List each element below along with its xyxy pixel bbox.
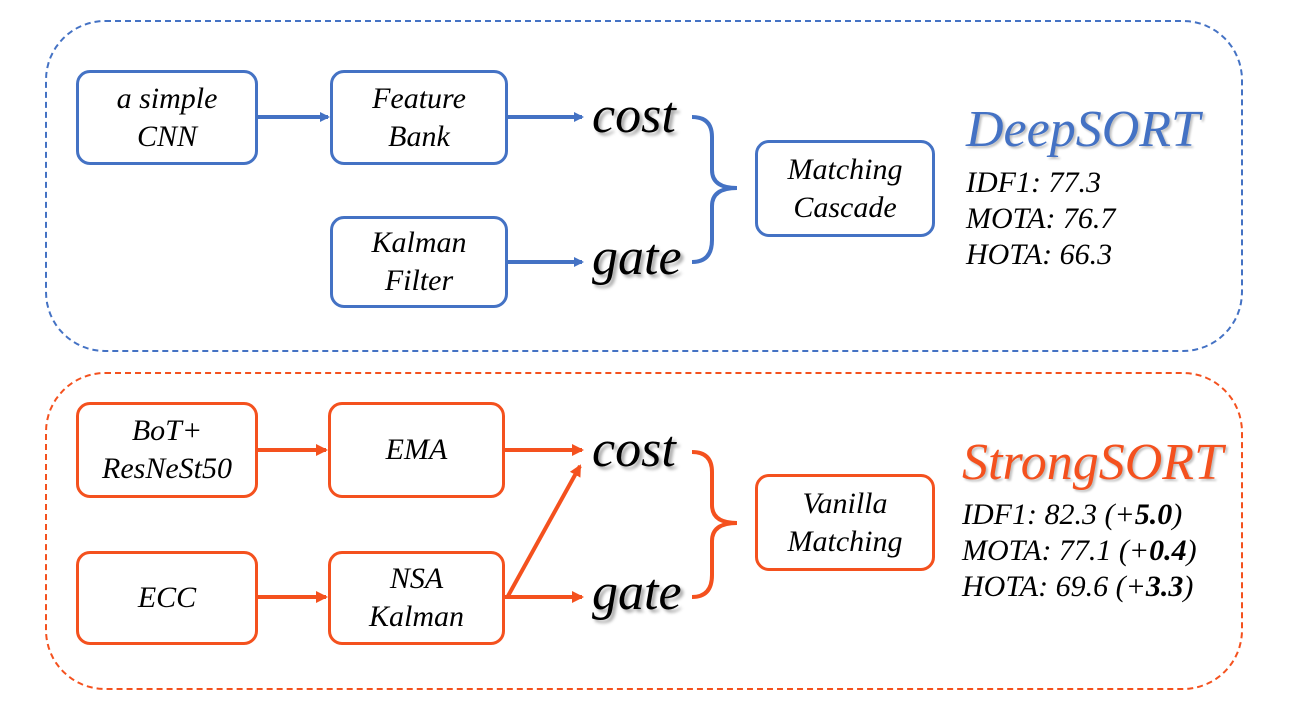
strongsort-mota-close: ) xyxy=(1186,534,1197,567)
strongsort-mota-delta: 0.4 xyxy=(1149,534,1187,567)
deepsort-title: DeepSORT xyxy=(966,101,1200,158)
nsa-kalman-box: NSA Kalman xyxy=(328,551,505,645)
strongsort-brace xyxy=(691,450,738,599)
bot-resnest50-box: BoT+ ResNeSt50 xyxy=(76,402,258,498)
deepsort-cost-label: cost xyxy=(592,87,676,144)
deepsort-idf1: IDF1: 77.3 xyxy=(966,166,1101,199)
strongsort-title: StrongSORT xyxy=(962,434,1223,491)
deepsort-brace xyxy=(691,115,738,264)
strongsort-hota-close: ) xyxy=(1183,570,1194,603)
strongsort-idf1-close: ) xyxy=(1172,498,1183,531)
strongsort-hota-delta: 3.3 xyxy=(1145,570,1184,603)
simple-cnn-box: a simple CNN xyxy=(76,70,258,165)
strongsort-hota: HOTA: 69.6 (+3.3) xyxy=(962,569,1193,605)
vanilla-matching-box: Vanilla Matching xyxy=(755,474,935,571)
strongsort-mota-base: MOTA: 77.1 (+ xyxy=(962,534,1150,567)
strongsort-idf1-base: IDF1: 82.3 (+ xyxy=(962,498,1135,531)
feature-bank-box: Feature Bank xyxy=(330,70,508,165)
strongsort-hota-base: HOTA: 69.6 (+ xyxy=(962,570,1146,603)
strongsort-idf1: IDF1: 82.3 (+5.0) xyxy=(962,497,1182,533)
ecc-box: ECC xyxy=(76,551,258,645)
strongsort-gate-label: gate xyxy=(592,564,682,621)
strongsort-idf1-delta: 5.0 xyxy=(1134,498,1173,531)
strongsort-panel xyxy=(45,372,1243,690)
strongsort-mota: MOTA: 77.1 (+0.4) xyxy=(962,533,1197,569)
ema-box: EMA xyxy=(328,402,505,498)
deepsort-hota: HOTA: 66.3 xyxy=(966,238,1113,271)
kalman-filter-box: Kalman Filter xyxy=(330,216,508,308)
strongsort-cost-label: cost xyxy=(592,421,676,478)
arrow-nsa-to-cost xyxy=(506,464,582,597)
matching-cascade-box: Matching Cascade xyxy=(755,140,935,237)
deepsort-panel xyxy=(45,20,1243,352)
deepsort-gate-label: gate xyxy=(592,229,682,286)
deepsort-mota: MOTA: 76.7 xyxy=(966,202,1116,235)
